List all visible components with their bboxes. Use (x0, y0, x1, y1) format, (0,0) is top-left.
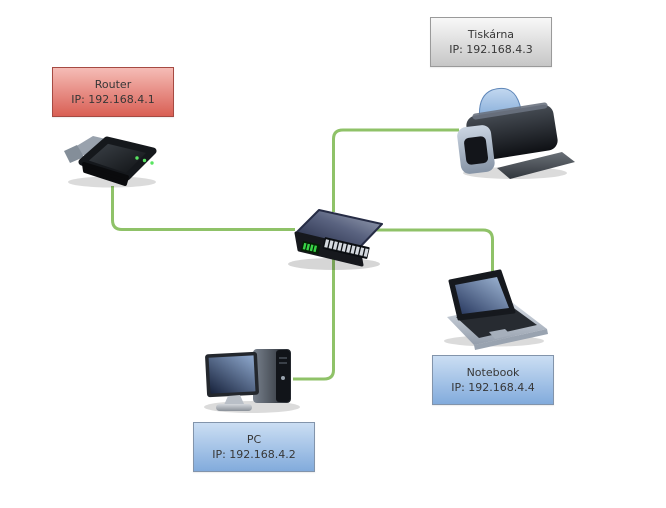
router-led (135, 156, 139, 160)
router-ip: IP: 192.168.4.1 (71, 93, 155, 106)
notebook-ip: IP: 192.168.4.4 (451, 381, 535, 394)
pc-power-button (281, 376, 285, 380)
router-icon[interactable] (64, 136, 157, 188)
router-led (142, 158, 147, 163)
connector-switch-pc[interactable] (293, 252, 335, 381)
switch-led-display (300, 240, 321, 255)
router-label-box[interactable]: Router IP: 192.168.4.1 (52, 67, 174, 117)
notebook-name: Notebook (466, 366, 520, 379)
connector-switch-notebook[interactable] (375, 228, 494, 272)
laptop-icon[interactable] (444, 269, 548, 350)
printer-name: Tiskárna (467, 28, 515, 41)
pc-label-box[interactable]: PC IP: 192.168.4.2 (193, 422, 315, 472)
pc-ip: IP: 192.168.4.2 (212, 448, 296, 461)
pc-monitor (205, 351, 259, 398)
pc-name: PC (246, 433, 262, 446)
router-led (150, 161, 154, 165)
connector-router-switch[interactable] (111, 186, 296, 231)
printer-tray (497, 152, 575, 179)
switch-ports (322, 237, 370, 259)
connector-switch-printer[interactable] (332, 128, 460, 212)
laptop-screen (455, 277, 509, 314)
network-switch-icon[interactable] (288, 209, 383, 270)
laptop-touchpad (489, 329, 511, 339)
printer-ip: IP: 192.168.4.3 (449, 43, 533, 56)
notebook-label-box[interactable]: Notebook IP: 192.168.4.4 (432, 355, 554, 405)
printer-icon[interactable] (456, 87, 575, 179)
router-shadow (68, 176, 156, 188)
router-name: Router (94, 78, 132, 91)
printer-label-box[interactable]: Tiskárna IP: 192.168.4.3 (430, 17, 552, 67)
desktop-pc-icon[interactable] (204, 349, 300, 413)
